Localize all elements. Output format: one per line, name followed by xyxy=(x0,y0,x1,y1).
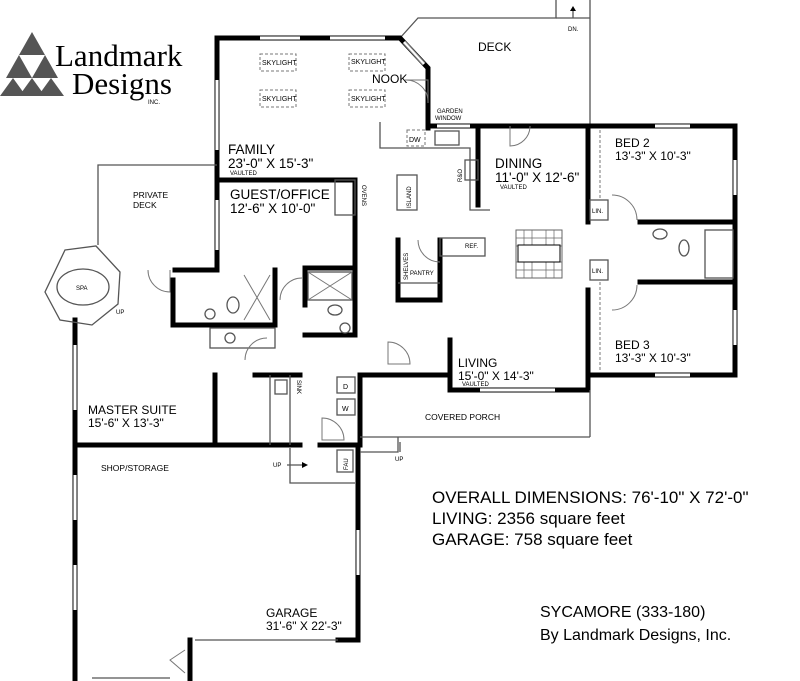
plan-name: SYCAMORE (333-180) xyxy=(540,604,705,621)
plan-info: OVERALL DIMENSIONS: 76'-10" X 72'-0" LIV… xyxy=(432,488,749,644)
deck-stair-label: DN. xyxy=(568,27,579,33)
skylights: SKYLIGHT SKYLIGHT SKYLIGHT SKYLIGHT xyxy=(259,53,386,108)
dining-dims: 11'-0" X 12'-6" xyxy=(495,170,579,185)
living-dims: 15'-0" X 14'-3" xyxy=(458,369,534,383)
island-label: ISLAND xyxy=(407,186,413,208)
garage-area: GARAGE: 758 square feet xyxy=(432,530,633,549)
ovens-label: OVENS xyxy=(360,185,366,206)
fireplace xyxy=(515,229,563,279)
designer: By Landmark Designs, Inc. xyxy=(540,627,731,644)
dining-note: VAULTED xyxy=(500,185,527,191)
garage-up-label: UP xyxy=(273,463,281,469)
master-dims: 15'-6" X 13'-3" xyxy=(88,416,164,430)
pantry-label: PANTRY xyxy=(410,271,434,277)
landmark-logo: Landmark Designs INC. xyxy=(0,32,183,106)
logo-line2: Designs xyxy=(72,66,172,101)
living-area: LIVING: 2356 square feet xyxy=(432,509,625,528)
bed2-name: BED 2 xyxy=(615,136,650,150)
guest-name: GUEST/OFFICE xyxy=(230,187,330,202)
sink-label: SINK xyxy=(295,380,301,394)
west-wing-fixtures: SPA UP SINK D W UP xyxy=(44,164,591,463)
skylight-label: SKYLIGHT xyxy=(351,59,386,66)
deck-name: DECK xyxy=(478,40,511,54)
bedroom-wing-fixtures: LIN. LIN. xyxy=(509,125,734,370)
windows xyxy=(73,36,737,610)
private-deck-name-1: PRIVATE xyxy=(133,190,168,200)
shop-name: SHOP/STORAGE xyxy=(101,463,169,473)
furnace-label: FAU xyxy=(344,458,350,470)
guest-dims: 12'-6" X 10'-0" xyxy=(230,201,315,216)
bed2-dims: 13'-3" X 10'-3" xyxy=(615,149,691,163)
family-name: FAMILY xyxy=(228,142,275,157)
bed3-name: BED 3 xyxy=(615,338,650,352)
spa-up-label: UP xyxy=(116,310,124,316)
logo-line1: Landmark xyxy=(55,38,183,73)
dining-name: DINING xyxy=(495,156,542,171)
skylight-label: SKYLIGHT xyxy=(262,96,297,103)
room-labels: FAMILY 23'-0" X 15'-3" VAULTED NOOK DECK… xyxy=(88,40,691,633)
living-note: VAULTED xyxy=(462,382,489,388)
garage-dims: 31'-6" X 22'-3" xyxy=(266,619,342,633)
refrigerator-label: REF. xyxy=(465,244,478,250)
garage-name: GARAGE xyxy=(266,606,317,620)
range-oven-label: R&O xyxy=(458,169,464,182)
spa-label: SPA xyxy=(76,286,88,292)
washer-label: W xyxy=(342,406,349,413)
garden-window-label-1: GARDEN xyxy=(437,109,463,115)
garden-window-label-2: WINDOW xyxy=(435,116,462,122)
porch-up-label: UP xyxy=(395,457,403,463)
porch-name: COVERED PORCH xyxy=(425,412,500,422)
family-note: VAULTED xyxy=(230,171,257,177)
family-dims: 23'-0" X 15'-3" xyxy=(228,156,313,171)
master-name: MASTER SUITE xyxy=(88,403,177,417)
linen-label: LIN. xyxy=(592,269,603,275)
overall-dimensions: OVERALL DIMENSIONS: 76'-10" X 72'-0" xyxy=(432,488,749,507)
nook-name: NOOK xyxy=(372,72,407,86)
bed3-dims: 13'-3" X 10'-3" xyxy=(615,351,691,365)
private-deck-name-2: DECK xyxy=(133,200,157,210)
shelves-label: SHELVES xyxy=(404,253,410,280)
dryer-label: D xyxy=(343,384,348,391)
skylight-label: SKYLIGHT xyxy=(262,60,297,67)
garage-fixtures: UP FAU xyxy=(92,448,355,679)
deck: DN. xyxy=(399,0,591,126)
living-name: LIVING xyxy=(458,356,497,370)
logo-suffix: INC. xyxy=(148,100,160,106)
linen-label: LIN. xyxy=(592,209,603,215)
dishwasher-label: DW xyxy=(409,137,421,144)
skylight-label: SKYLIGHT xyxy=(351,96,386,103)
kitchen: DW R&O ISLAND OVENS REF. SHELVES PANTRY … xyxy=(334,79,490,284)
